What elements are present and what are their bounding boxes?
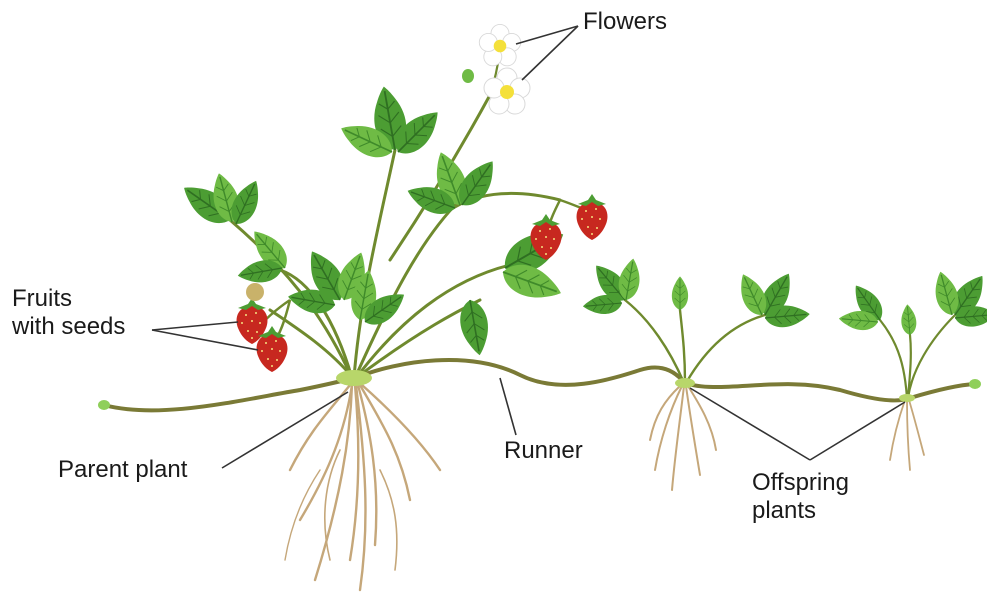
offspring-plant-2 [838,269,987,402]
fruits-label-line1: Fruits [12,285,125,313]
runner-stolon [98,360,981,410]
runner-label: Runner [504,437,583,465]
parent-plant-label-text: Parent plant [58,456,187,484]
runner-label-text: Runner [504,437,583,465]
leader-line-runner [500,378,516,435]
fruits-label-line2: with seeds [12,313,125,341]
flowers [462,24,530,114]
flowers-label: Flowers [583,8,667,36]
offspring-plant-1 [582,257,810,388]
parent-plant [176,84,571,386]
offspring-plant-2-roots [890,400,924,470]
leader-line-parent-plant [222,392,348,468]
offspring-plants-label: Offspring plants [752,469,849,525]
offspring-plant-1-roots [650,386,716,490]
offspring-label-line2: plants [752,497,849,525]
leader-line-fruits-1 [152,322,238,330]
flowers-label-text: Flowers [583,8,667,36]
fruits-with-seeds-label: Fruits with seeds [12,285,125,341]
parent-plant-label: Parent plant [58,456,187,484]
offspring-label-line1: Offspring [752,469,849,497]
